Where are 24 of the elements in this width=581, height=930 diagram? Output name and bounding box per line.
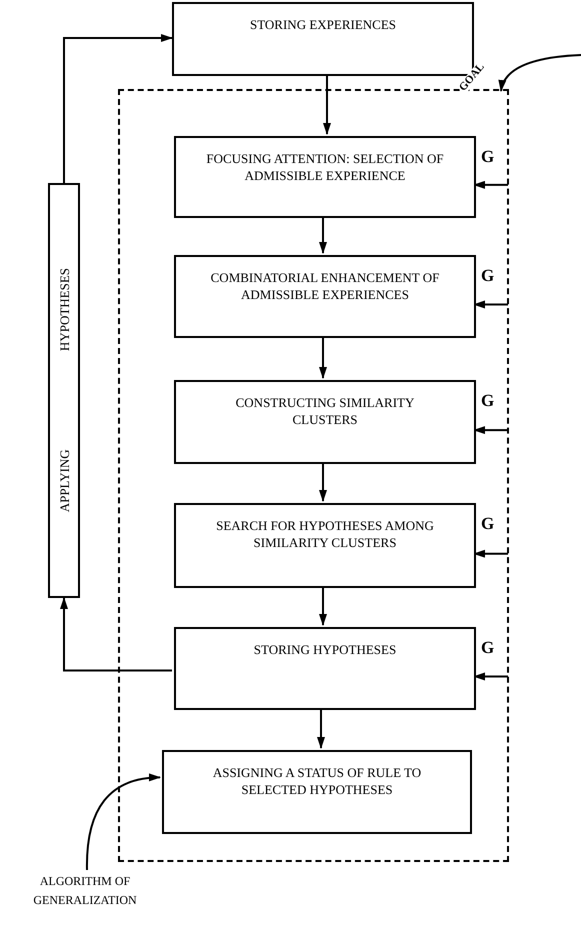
process-box: COMBINATORIAL ENHANCEMENT OF ADMISSIBLE EXPERIENCES [174, 255, 476, 338]
goal-marker-label: G [481, 392, 494, 409]
goal-marker-label: G [481, 267, 494, 284]
arrow [86, 774, 161, 870]
dashed-group-frame [118, 89, 509, 862]
arrow [319, 216, 327, 254]
process-box: SEARCH FOR HYPOTHESES AMONG SIMILARITY CLUSTERS [174, 503, 476, 588]
arrow [323, 76, 331, 135]
goal-marker-label: G [481, 148, 494, 165]
process-box: STORING HYPOTHESES [174, 627, 476, 710]
process-box: APPLYING HYPOTHESES [48, 183, 80, 598]
process-box: CONSTRUCTING SIMILARITY CLUSTERS [174, 380, 476, 464]
arrow [317, 708, 325, 749]
arrow [499, 54, 581, 92]
arrow [60, 597, 172, 672]
arrow [319, 586, 327, 626]
goal-marker-label: G [481, 639, 494, 656]
arrow [63, 34, 173, 183]
process-box: FOCUSING ATTENTION: SELECTION OF ADMISSIBLE EXPERIENCE [174, 136, 476, 218]
goal-marker-label: G [481, 515, 494, 532]
process-box: ASSIGNING A STATUS OF RULE TO SELECTED HYPOTHESES [162, 750, 472, 834]
arrow [319, 462, 327, 502]
arrow [319, 336, 327, 379]
annotation-text: ALGORITHM OF GENERALIZATION [18, 872, 152, 928]
